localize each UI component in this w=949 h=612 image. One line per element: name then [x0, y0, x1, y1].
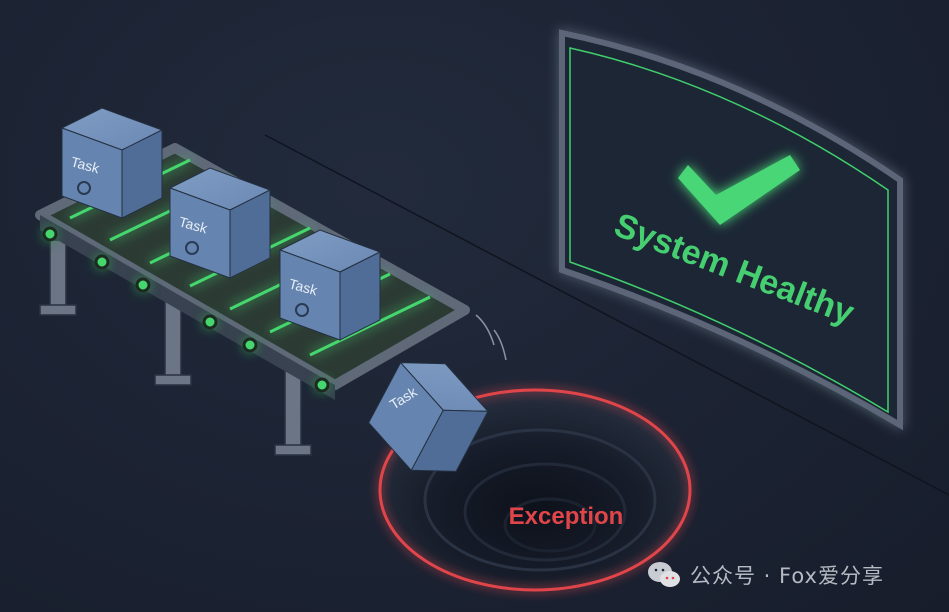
exception-label: Exception — [509, 503, 624, 530]
floor-edge — [264, 134, 949, 496]
svg-text:Task: Task — [287, 275, 320, 298]
svg-text:Task: Task — [69, 153, 102, 176]
wechat-icon — [648, 562, 680, 587]
task-box-1: Task — [60, 107, 164, 219]
gear-icon — [295, 303, 309, 317]
checkmark-icon — [678, 155, 800, 225]
svg-text:Task: Task — [177, 213, 210, 236]
status-screen — [559, 29, 903, 431]
gear-icon — [77, 181, 91, 195]
watermark: 公众号 · Fox爱分享 — [646, 560, 884, 590]
task-box-2: Task — [168, 167, 272, 279]
motion-lines — [475, 314, 507, 361]
gear-icon — [185, 241, 199, 255]
task-box-3: Task — [278, 229, 382, 341]
falling-task-box: Task — [368, 361, 490, 472]
watermark-text: 公众号 · Fox爱分享 — [690, 564, 884, 588]
